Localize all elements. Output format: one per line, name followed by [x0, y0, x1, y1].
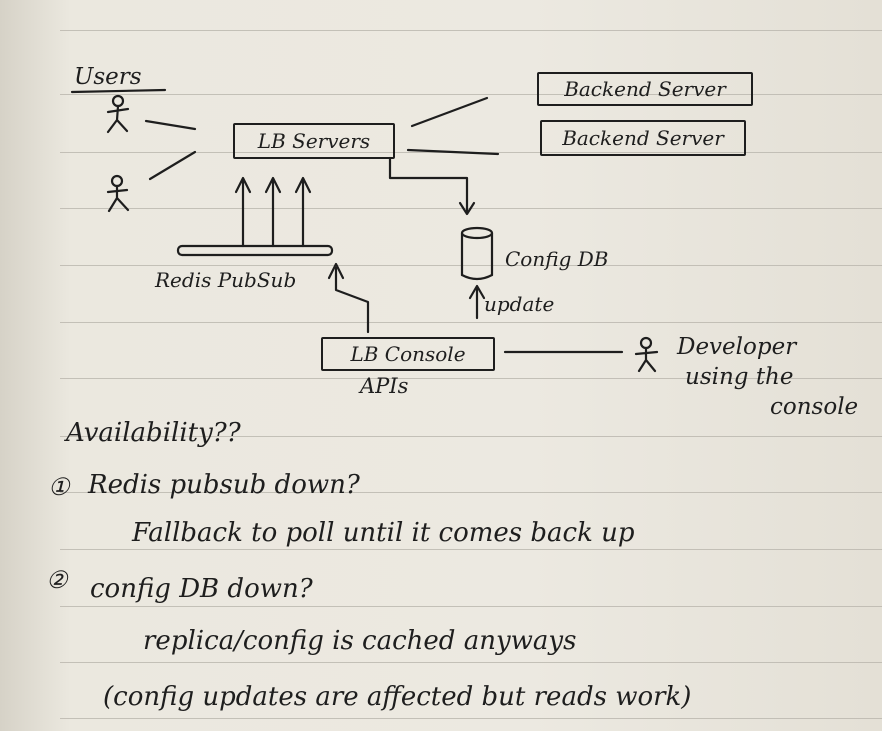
user-icon [106, 174, 130, 213]
user-icon [106, 94, 130, 134]
edge-user1-lb [144, 119, 197, 131]
developer-icon [634, 336, 659, 373]
question-number: ① [48, 473, 70, 501]
developer-label-line3: console [770, 394, 859, 420]
answer-2-line1: replica/config is cached anyways [143, 626, 577, 656]
answer-1: Fallback to poll until it comes back up [132, 518, 635, 548]
ruled-line [60, 549, 882, 550]
redis-pubsub-bar [176, 244, 334, 257]
lb-console-apis-label: APIs [360, 374, 409, 398]
backend-server-label: Backend Server [564, 77, 726, 101]
edge-user2-lb [148, 150, 197, 181]
answer-2-line2: (config updates are affected but reads w… [103, 682, 692, 712]
arrowhead [327, 262, 345, 280]
arrow-pubsub-lb [294, 176, 312, 248]
arrowhead [468, 284, 486, 300]
backend-server-node: Backend Server [537, 72, 753, 106]
database-icon [460, 226, 494, 281]
ruled-line [60, 718, 882, 719]
ruled-line [60, 662, 882, 663]
ruled-line [60, 606, 882, 607]
ruled-line [60, 265, 882, 266]
edge-lb-backend2 [406, 148, 500, 156]
ruled-line [60, 436, 882, 437]
lb-console-label: LB Console [350, 342, 466, 366]
update-edge-label: update [484, 292, 555, 316]
config-db-label: Config DB [505, 247, 609, 271]
users-underline [70, 88, 167, 94]
users-title: Users [74, 64, 142, 90]
developer-label: Developer [677, 334, 797, 360]
developer-label-line2: using the [685, 364, 794, 390]
lb-servers-node: LB Servers [233, 123, 395, 159]
edge-lb-configdb [388, 156, 469, 214]
question-2: config DB down? [90, 574, 313, 604]
ruled-line [60, 378, 882, 379]
ruled-line [60, 322, 882, 323]
question-number: ② [46, 566, 68, 594]
notes-heading: Availability?? [66, 418, 241, 448]
ruled-line [60, 492, 882, 493]
backend-server-node: Backend Server [540, 120, 746, 156]
arrowhead [458, 201, 476, 216]
lb-servers-label: LB Servers [257, 129, 371, 153]
question-1: Redis pubsub down? [88, 470, 360, 500]
backend-server-label: Backend Server [562, 126, 724, 150]
arrow-pubsub-lb [234, 176, 252, 248]
arrow-pubsub-lb [264, 176, 282, 248]
edge-console-redis [334, 266, 370, 334]
ruled-line [60, 94, 882, 95]
lb-console-node: LB Console [321, 337, 495, 371]
redis-pubsub-label: Redis PubSub [155, 268, 297, 292]
ruled-line [60, 30, 882, 31]
edge-lb-backend1 [410, 96, 489, 128]
